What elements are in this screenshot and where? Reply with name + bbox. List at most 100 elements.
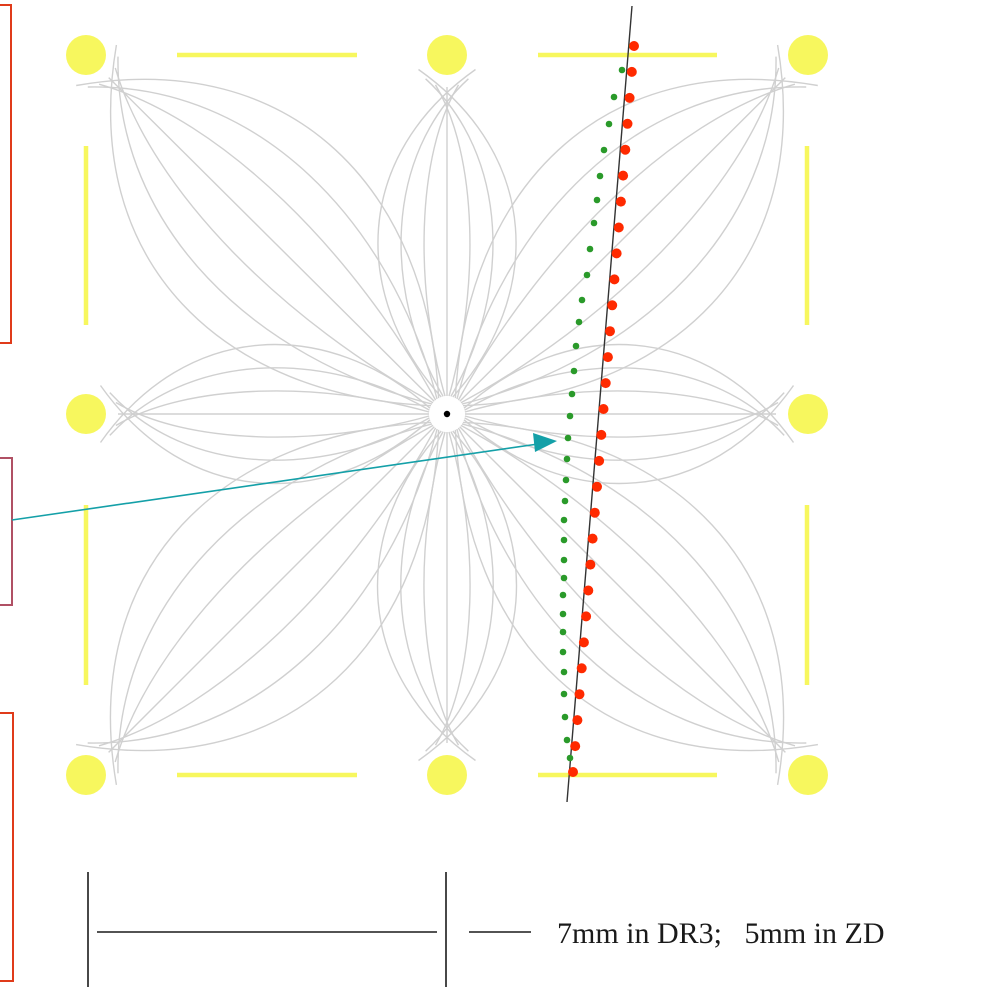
red-cluster-19 (587, 533, 598, 544)
field-line-38 (108, 426, 435, 753)
field-line-20 (462, 44, 785, 407)
field-line-28 (463, 343, 795, 443)
green-cluster-5 (596, 172, 604, 180)
field-line-15 (456, 86, 807, 400)
red-cluster-28 (568, 767, 578, 777)
field-line-49 (462, 421, 785, 786)
ionization-clusters-near (559, 42, 636, 776)
red-cluster-8 (611, 248, 622, 259)
green-cluster-32 (566, 754, 574, 762)
field-line-35 (75, 429, 440, 752)
field-line-48 (376, 430, 476, 762)
field-line-3 (108, 77, 435, 402)
green-cluster-24 (559, 591, 567, 599)
red-cluster-5 (618, 170, 629, 181)
green-cluster-23 (560, 574, 568, 582)
field-line-43 (425, 431, 494, 752)
field-line-6 (76, 78, 440, 399)
red-cluster-16 (594, 455, 605, 466)
green-cluster-25 (559, 610, 567, 618)
green-cluster-30 (561, 713, 569, 721)
green-cluster-1 (618, 66, 626, 74)
green-cluster-31 (563, 736, 571, 744)
field-wires (66, 35, 828, 795)
ionization-clusters-on-track (568, 41, 639, 777)
field-line-47 (400, 431, 469, 752)
green-cluster-28 (560, 668, 568, 676)
field-line-54 (456, 428, 807, 744)
field-line-26 (109, 367, 430, 436)
green-cluster-10 (578, 296, 586, 304)
field-line-46 (423, 431, 460, 746)
red-cluster-12 (602, 352, 613, 363)
track-line (566, 5, 633, 803)
field-line-42 (418, 430, 518, 762)
field-line-18 (460, 67, 780, 404)
green-cluster-22 (560, 556, 568, 564)
field-line-52 (459, 426, 786, 753)
drift-field-lines (75, 44, 819, 786)
field-line-12 (425, 78, 494, 397)
field-line-40 (117, 423, 433, 774)
field-wire-4 (788, 394, 828, 434)
field-line-17 (459, 77, 786, 402)
field-line-39 (114, 424, 434, 763)
callout-box-bottom (0, 712, 14, 982)
scale-label: 7mm in DR3; 5mm in ZD (557, 917, 885, 950)
green-cluster-8 (586, 245, 594, 253)
field-line-50 (461, 423, 777, 774)
green-cluster-16 (564, 434, 572, 442)
red-cluster-7 (613, 222, 624, 233)
field-line-13 (418, 68, 517, 398)
green-cluster-21 (560, 536, 568, 544)
field-wire-0 (66, 35, 106, 75)
red-cluster-11 (605, 326, 615, 337)
green-cluster-3 (605, 120, 613, 128)
field-line-16 (457, 83, 796, 401)
red-cluster-24 (576, 663, 587, 674)
field-line-23 (115, 401, 430, 438)
green-cluster-18 (562, 476, 570, 484)
green-cluster-7 (590, 219, 598, 227)
green-cluster-17 (563, 455, 571, 463)
green-cluster-19 (561, 497, 569, 505)
red-cluster-18 (589, 507, 600, 518)
field-line-22 (109, 392, 430, 461)
red-cluster-23 (578, 637, 589, 648)
green-cluster-2 (610, 93, 618, 101)
red-cluster-21 (583, 585, 594, 596)
field-line-25 (115, 390, 430, 427)
field-line-55 (454, 429, 819, 752)
green-cluster-13 (570, 367, 578, 375)
red-cluster-3 (622, 118, 633, 129)
red-cluster-14 (598, 404, 609, 414)
red-cluster-1 (626, 66, 637, 77)
scale-bar (87, 872, 531, 987)
field-wire-5 (66, 755, 106, 795)
red-cluster-27 (570, 741, 581, 752)
red-cluster-17 (592, 481, 602, 492)
field-line-4 (98, 83, 437, 401)
field-line-0 (109, 44, 432, 407)
red-cluster-10 (607, 300, 618, 311)
red-cluster-15 (596, 429, 607, 440)
callout-box-top (0, 4, 12, 344)
red-cluster-2 (624, 92, 635, 103)
red-cluster-6 (615, 196, 626, 207)
field-line-11 (434, 84, 471, 397)
field-line-21 (99, 385, 431, 485)
field-line-33 (464, 392, 785, 461)
green-cluster-29 (560, 690, 568, 698)
red-cluster-20 (585, 559, 596, 570)
field-wire-6 (427, 755, 467, 795)
callout-arrow-head (533, 433, 557, 452)
green-cluster-20 (560, 516, 568, 524)
green-cluster-14 (568, 390, 576, 398)
green-cluster-11 (575, 318, 583, 326)
field-line-44 (434, 431, 471, 746)
field-line-34 (463, 385, 795, 485)
field-line-9 (423, 84, 460, 397)
field-line-14 (454, 78, 818, 399)
field-line-2 (114, 67, 434, 404)
